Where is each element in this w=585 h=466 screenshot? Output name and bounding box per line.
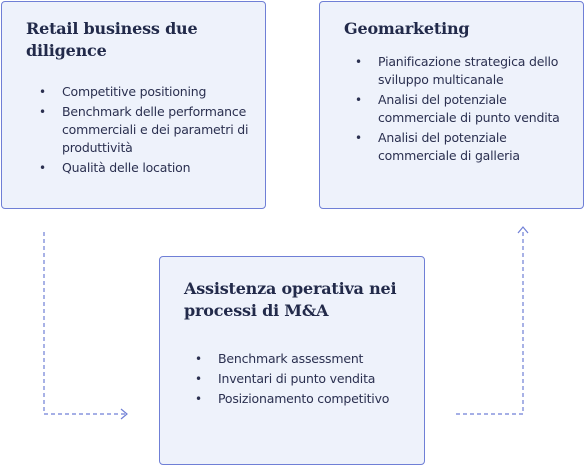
bullet-icon: • <box>39 161 46 175</box>
list-item-text: Qualità delle location <box>62 160 191 175</box>
card-title: Retail business due diligence <box>26 19 198 60</box>
list-item: • Pianificazione strategica dello svilupp… <box>354 53 576 89</box>
connector-left-arrow <box>43 232 126 415</box>
card-title: Assistenza operativa nei processi di M&A <box>184 279 397 320</box>
bullet-icon: • <box>355 93 362 107</box>
list-item: • Posizionamento competitivo <box>194 390 416 408</box>
bullet-icon: • <box>195 392 202 406</box>
bullet-icon: • <box>39 85 46 99</box>
list-item-text: Posizionamento competitivo <box>218 391 390 406</box>
list-item: • Qualità delle location <box>38 159 260 177</box>
connector-right-arrow <box>456 229 524 415</box>
list-item: • Benchmark assessment <box>194 350 416 368</box>
card-title: Geomarketing <box>344 19 470 38</box>
list-item-text: Inventari di punto vendita <box>218 371 376 386</box>
bullet-icon: • <box>355 55 362 69</box>
list-item-text: Benchmark assessment <box>218 351 364 366</box>
bullet-list: • Pianificazione strategica dello svilupp… <box>354 53 576 167</box>
list-item-text: Benchmark delle performance commerciali … <box>62 104 249 155</box>
card-assistenza-operativa: Assistenza operativa nei processi di M&A… <box>159 256 425 465</box>
list-item: • Analisi del potenziale commerciale di g… <box>354 129 576 165</box>
bullet-icon: • <box>355 131 362 145</box>
card-geomarketing: Geomarketing • Pianificazione strategica … <box>319 1 584 209</box>
card-retail-due-diligence: Retail business due diligence • Competiti… <box>1 1 266 209</box>
arrowhead-right-icon <box>120 408 128 420</box>
bullet-icon: • <box>195 372 202 386</box>
bullet-list: • Competitive positioning • Benchmark dell… <box>38 83 260 179</box>
list-item-text: Analisi del potenziale commerciale di ga… <box>378 130 520 163</box>
list-item-text: Competitive positioning <box>62 84 207 99</box>
arrowhead-up-icon <box>517 226 529 234</box>
bullet-icon: • <box>195 352 202 366</box>
list-item-text: Analisi del potenziale commerciale di pu… <box>378 92 560 125</box>
list-item: • Benchmark delle performance commerciali… <box>38 103 260 157</box>
list-item: • Inventari di punto vendita <box>194 370 416 388</box>
list-item: • Analisi del potenziale commerciale di p… <box>354 91 576 127</box>
list-item: • Competitive positioning <box>38 83 260 101</box>
bullet-list: • Benchmark assessment • Inventari di punt… <box>194 350 416 410</box>
list-item-text: Pianificazione strategica dello sviluppo… <box>378 54 559 87</box>
bullet-icon: • <box>39 105 46 119</box>
